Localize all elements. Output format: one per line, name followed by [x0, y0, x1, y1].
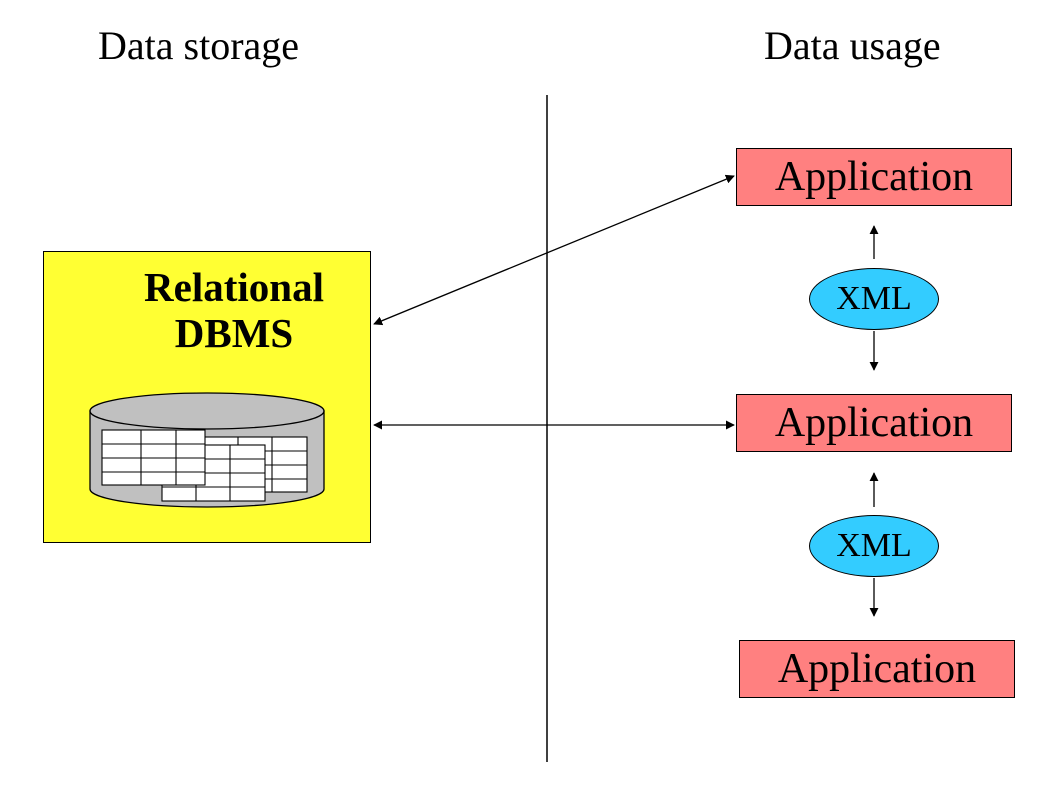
database-cylinder-icon [89, 392, 325, 508]
application-box-middle: Application [736, 394, 1012, 452]
table-sheet-front [101, 429, 206, 486]
data-storage-heading: Data storage [98, 23, 300, 68]
application-box-top: Application [736, 148, 1012, 206]
dbms-title: Relational DBMS [104, 264, 364, 356]
xml-bubble-lower: XML [809, 515, 939, 577]
arrow-dbms-to-application-top [373, 174, 735, 326]
xml-bubble-upper: XML [809, 268, 939, 330]
dbms-title-line-1: Relational [144, 264, 324, 310]
dbms-title-line-2: DBMS [174, 310, 294, 356]
data-usage-heading: Data usage [764, 23, 941, 68]
application-box-bottom: Application [739, 640, 1015, 698]
